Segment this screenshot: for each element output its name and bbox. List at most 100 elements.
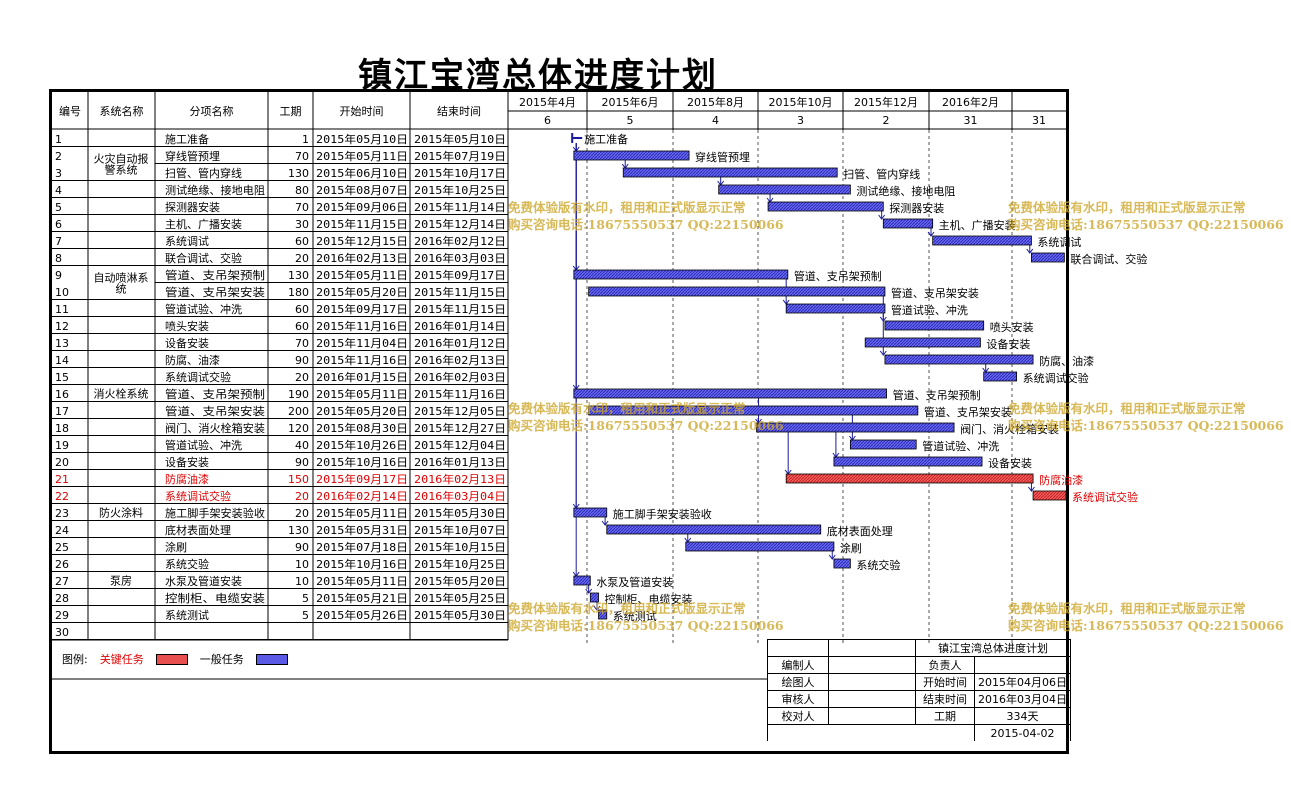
- task-bar: [606, 524, 822, 535]
- task-end: 2016年02月12日: [414, 234, 506, 248]
- task-duration: 70: [295, 337, 309, 350]
- task-no: 30: [55, 626, 69, 639]
- task-end: 2016年02月13日: [414, 353, 506, 367]
- milestone-mark: [571, 133, 583, 143]
- task-name: 系统调试: [165, 235, 209, 248]
- task-end: 2015年05月20日: [414, 574, 506, 588]
- task-duration: 80: [295, 184, 309, 197]
- task-bar: [588, 286, 886, 297]
- task-no: 4: [55, 184, 62, 197]
- bar-label: 水泵及管道安装: [596, 575, 673, 589]
- month-label: 2015年4月: [519, 95, 576, 109]
- task-no: 22: [55, 490, 69, 503]
- bar-label: 系统调试: [1037, 236, 1081, 249]
- task-name: 扫管、管内穿线: [165, 166, 242, 180]
- task-bar: [622, 167, 838, 178]
- task-bar: [573, 575, 591, 586]
- plan-date: 2015-04-02: [974, 724, 1071, 741]
- dependency-arrow: [593, 605, 601, 611]
- bar-label: 涂刷: [840, 541, 862, 555]
- task-name: 管道、支吊架预制: [165, 268, 265, 282]
- task-bar: [849, 439, 917, 450]
- watermark: 免费体验版有水印，租用和正式版显示正常购买咨询电话:18675550537 QQ…: [1008, 401, 1284, 433]
- task-duration: 10: [295, 558, 309, 571]
- bar-label: 系统调试交验: [1072, 490, 1138, 504]
- task-start: 2015年05月11日: [316, 149, 408, 163]
- task-start: 2015年05月20日: [316, 404, 408, 418]
- task-end: 2016年01月14日: [414, 319, 506, 333]
- bar-label: 底材表面处理: [827, 524, 893, 538]
- bar-label: 管道试验、冲洗: [891, 303, 968, 317]
- system-name: 消火栓系统: [94, 387, 149, 401]
- task-start: 2015年05月11日: [316, 268, 408, 282]
- task-duration: 70: [295, 201, 309, 214]
- task-duration: 90: [295, 354, 309, 367]
- task-name: 管道、支吊架安装: [165, 285, 265, 299]
- task-end: 2016年02月13日: [414, 472, 506, 486]
- task-duration: 20: [295, 371, 309, 384]
- task-bar: [573, 150, 690, 161]
- bar-label: 防腐、油漆: [1039, 354, 1094, 368]
- task-end: 2016年03月03日: [414, 251, 506, 265]
- timeline-sub-label: 3: [797, 114, 804, 127]
- task-no: 2: [55, 150, 62, 163]
- task-no: 17: [55, 405, 69, 418]
- task-name: 探测器安装: [165, 200, 220, 214]
- bar-label: 管道试验、冲洗: [922, 439, 999, 453]
- drafter-label: 编制人: [767, 656, 829, 674]
- task-no: 18: [55, 422, 69, 435]
- watermark: 免费体验版有水印，租用和正式版显示正常购买咨询电话:18675550537 QQ…: [1008, 601, 1284, 633]
- task-start: 2015年05月11日: [316, 387, 408, 401]
- task-end: 2015年12月04日: [414, 438, 506, 452]
- task-no: 24: [55, 524, 69, 537]
- bar-label: 设备安装: [988, 456, 1032, 470]
- bar-label: 施工准备: [584, 132, 628, 146]
- task-end: 2015年10月17日: [414, 166, 506, 180]
- task-start: 2015年05月10日: [316, 132, 408, 146]
- task-duration: 90: [295, 541, 309, 554]
- task-no: 8: [55, 252, 62, 265]
- task-duration: 150: [288, 473, 309, 486]
- task-no: 14: [55, 354, 69, 367]
- task-end: 2016年03月04日: [414, 489, 506, 503]
- task-no: 15: [55, 371, 69, 384]
- task-bar: [598, 609, 608, 620]
- bar-label: 扫管、管内穿线: [843, 167, 920, 181]
- watermark: 免费体验版有水印，租用和正式版显示正常购买咨询电话:18675550537 QQ…: [508, 200, 784, 232]
- task-duration: 10: [295, 575, 309, 588]
- task-no: 16: [55, 388, 69, 401]
- bar-label: 控制柜、电缆安装: [605, 592, 693, 606]
- bar-label: 主机、广播安装: [939, 218, 1016, 232]
- task-start: 2015年11月16日: [316, 353, 408, 367]
- task-end: 2016年02月03日: [414, 370, 506, 384]
- dependency-arrow: [879, 350, 887, 356]
- bar-label: 穿线管预埋: [695, 150, 750, 164]
- legend-normal-swatch: [255, 653, 288, 665]
- task-name: 管道试验、冲洗: [165, 438, 242, 452]
- task-name: 喷头安装: [165, 319, 209, 333]
- owner-label: 负责人: [915, 656, 975, 674]
- task-no: 12: [55, 320, 69, 333]
- task-bar: [588, 405, 919, 416]
- timeline-sub-label: 4: [712, 114, 719, 127]
- task-duration: 120: [288, 422, 309, 435]
- task-duration: 30: [295, 218, 309, 231]
- task-duration: 1: [302, 133, 309, 146]
- task-duration: 190: [288, 388, 309, 401]
- task-no: 19: [55, 439, 69, 452]
- task-no: 7: [55, 235, 62, 248]
- task-no: 10: [55, 286, 69, 299]
- legend-critical-label: 关键任务: [99, 653, 144, 666]
- system-name: 火灾自动报: [94, 152, 149, 166]
- column-header-system: 系统名称: [100, 104, 144, 118]
- task-no: 25: [55, 541, 69, 554]
- legend: 图例: 关键任务 一般任务: [62, 651, 300, 667]
- task-end: 2015年11月16日: [414, 387, 506, 401]
- task-name: 水泵及管道安装: [165, 574, 242, 588]
- task-name: 设备安装: [165, 336, 209, 350]
- dependency-arrow: [585, 588, 593, 594]
- bar-label: 联合调试、交验: [1070, 252, 1147, 266]
- bar-label: 管道、支吊架安装: [924, 405, 1012, 419]
- month-label: 2015年10月: [769, 95, 833, 109]
- dependency-arrow: [601, 520, 609, 526]
